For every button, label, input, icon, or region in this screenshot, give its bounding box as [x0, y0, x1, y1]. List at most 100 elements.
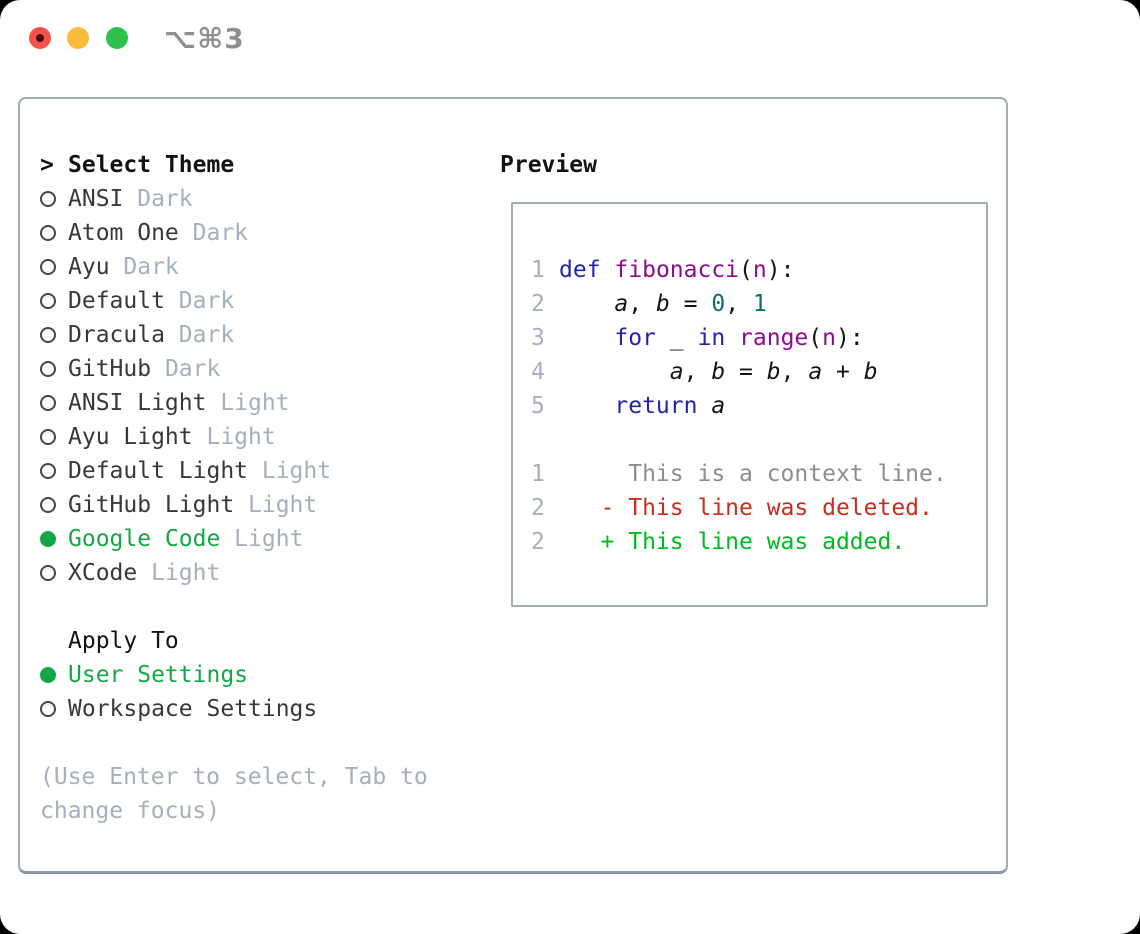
apply-option-label: Workspace Settings	[68, 696, 318, 722]
apply-option[interactable]: Workspace Settings	[40, 692, 460, 726]
apply-to-header: Apply To	[40, 624, 460, 658]
spacer	[40, 590, 460, 624]
cursor-indicator: >	[40, 152, 54, 178]
code-line: 1 def fibonacci(n):	[531, 253, 947, 287]
theme-item[interactable]: Ayu Dark	[40, 250, 460, 284]
diff-line: 1 This is a context line.	[531, 457, 947, 491]
radio-icon	[40, 327, 68, 343]
radio-icon	[40, 361, 68, 377]
radio-icon	[40, 429, 68, 445]
diff-line: 2 - This line was deleted.	[531, 491, 947, 525]
line-number: 5	[531, 393, 545, 419]
spacer	[40, 726, 460, 760]
radio-unselected-icon	[40, 497, 56, 513]
theme-variant-label: Dark	[164, 288, 235, 314]
maximize-button[interactable]	[106, 27, 128, 49]
select-theme-header: > Select Theme	[40, 148, 460, 182]
theme-item-label: Ayu	[68, 254, 110, 280]
radio-icon	[40, 191, 68, 207]
preview-header: Preview	[500, 152, 597, 178]
theme-item-label: ANSI Light	[68, 390, 207, 416]
apply-to-label: Apply To	[68, 628, 179, 654]
theme-item[interactable]: Google Code Light	[40, 522, 460, 556]
radio-unselected-icon	[40, 327, 56, 343]
radio-unselected-icon	[40, 701, 56, 717]
theme-variant-label: Dark	[178, 220, 249, 246]
radio-unselected-icon	[40, 463, 56, 479]
line-number: 2	[531, 291, 545, 317]
radio-unselected-icon	[40, 191, 56, 207]
radio-unselected-icon	[40, 429, 56, 445]
code-text: for _ in range(n):	[614, 325, 864, 351]
close-button[interactable]	[29, 27, 51, 49]
code-text: + This line was added.	[559, 529, 906, 555]
theme-item-label: GitHub Light	[68, 492, 235, 518]
theme-variant-label: Dark	[123, 186, 193, 212]
radio-icon	[40, 293, 68, 309]
theme-item[interactable]: ANSI Light Light	[40, 386, 460, 420]
theme-variant-label: Light	[137, 560, 221, 586]
theme-item-label: Default	[68, 288, 165, 314]
theme-variant-label: Light	[206, 390, 290, 416]
code-text: a, b = 0, 1	[614, 291, 767, 317]
theme-item-label: Ayu Light	[68, 424, 193, 450]
theme-item[interactable]: GitHub Dark	[40, 352, 460, 386]
radio-unselected-icon	[40, 565, 56, 581]
theme-variant-label: Light	[220, 526, 304, 552]
code-text: return a	[614, 393, 726, 419]
radio-unselected-icon	[40, 259, 56, 275]
radio-icon	[40, 531, 68, 547]
code-text: def fibonacci(n):	[559, 257, 795, 283]
theme-variant-label: Light	[248, 458, 332, 484]
radio-icon	[40, 225, 68, 241]
theme-item-label: Google Code	[68, 526, 221, 552]
theme-item-label: Dracula	[68, 322, 165, 348]
titlebar: ⌥⌘3	[0, 0, 1140, 76]
line-number: 1	[531, 257, 545, 283]
code-line: 5 return a	[531, 389, 947, 423]
line-number: 2	[531, 529, 545, 555]
diff-sample: 1 This is a context line.2 - This line w…	[531, 457, 947, 559]
radio-icon	[40, 463, 68, 479]
code-line: 3 for _ in range(n):	[531, 321, 947, 355]
radio-icon	[40, 395, 68, 411]
code-line: 2 a, b = 0, 1	[531, 287, 947, 321]
theme-item-label: Default Light	[68, 458, 249, 484]
theme-item[interactable]: GitHub Light Light	[40, 488, 460, 522]
theme-item-label: Atom One	[68, 220, 179, 246]
code-line: 4 a, b = b, a + b	[531, 355, 947, 389]
radio-unselected-icon	[40, 395, 56, 411]
theme-item[interactable]: XCode Light	[40, 556, 460, 590]
minimize-button[interactable]	[67, 27, 89, 49]
theme-item[interactable]: Default Light Light	[40, 454, 460, 488]
radio-selected-icon	[40, 531, 56, 547]
theme-variant-label: Light	[192, 424, 276, 450]
radio-icon	[40, 667, 68, 683]
radio-icon	[40, 259, 68, 275]
radio-icon	[40, 701, 68, 717]
select-theme-label: Select Theme	[68, 152, 235, 178]
line-number: 2	[531, 495, 545, 521]
theme-item[interactable]: ANSI Dark	[40, 182, 460, 216]
diff-line: 2 + This line was added.	[531, 525, 947, 559]
theme-variant-label: Dark	[164, 322, 235, 348]
theme-item[interactable]: Ayu Light Light	[40, 420, 460, 454]
close-dot-icon	[36, 34, 44, 42]
theme-variant-label: Dark	[151, 356, 221, 382]
radio-icon	[40, 497, 68, 513]
apply-option[interactable]: User Settings	[40, 658, 460, 692]
theme-item-label: ANSI	[68, 186, 124, 212]
theme-item[interactable]: Atom One Dark	[40, 216, 460, 250]
line-number: 3	[531, 325, 545, 351]
help-text: (Use Enter to select, Tab to change focu…	[40, 764, 428, 824]
theme-item[interactable]: Default Dark	[40, 284, 460, 318]
theme-item[interactable]: Dracula Dark	[40, 318, 460, 352]
